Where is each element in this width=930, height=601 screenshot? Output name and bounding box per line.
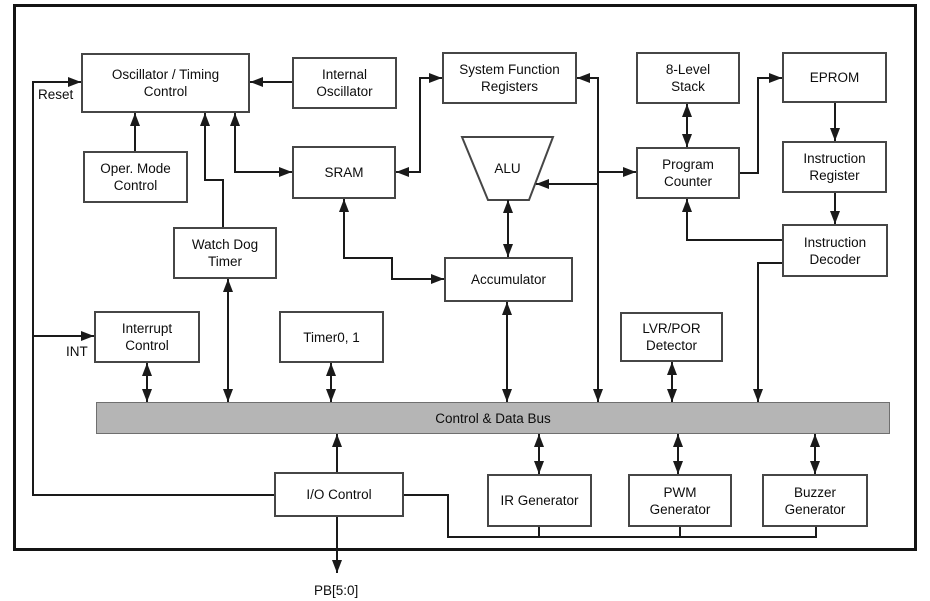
control-data-bus: Control & Data Bus <box>96 402 890 434</box>
node-timer0-1: Timer0, 1 <box>279 311 384 363</box>
node-label: Buzzer Generator <box>784 484 846 517</box>
node-oscillator-timing-control: Oscillator / Timing Control <box>81 53 250 113</box>
node-label: Oper. Mode Control <box>100 161 171 193</box>
node-sram: SRAM <box>292 146 396 199</box>
node-label: 8-Level Stack <box>665 62 711 94</box>
node-label: PWM Generator <box>649 484 711 517</box>
node-label: Watch Dog Timer <box>191 237 259 269</box>
node-label: System Function Registers <box>459 62 560 94</box>
diagram-border <box>13 4 917 551</box>
node-8-level-stack: 8-Level Stack <box>636 52 740 104</box>
node-internal-oscillator: Internal Oscillator <box>292 57 397 109</box>
node-label: I/O Control <box>306 487 372 502</box>
node-label: Oscillator / Timing Control <box>111 67 220 99</box>
node-watch-dog-timer: Watch Dog Timer <box>173 227 277 279</box>
node-label: ALU <box>494 161 521 176</box>
node-oper-mode-control: Oper. Mode Control <box>83 151 188 203</box>
node-instruction-register: Instruction Register <box>782 141 887 193</box>
node-label: Instruction Register <box>803 151 866 183</box>
int-pin-label: INT <box>66 344 88 359</box>
node-label: Internal Oscillator <box>316 67 373 99</box>
node-buzzer-generator: Buzzer Generator <box>762 474 868 527</box>
reset-pin-label: Reset <box>38 87 74 102</box>
node-pwm-generator: PWM Generator <box>628 474 732 527</box>
node-lvr-por-detector: LVR/POR Detector <box>620 312 723 362</box>
node-instruction-decoder: Instruction Decoder <box>782 224 888 277</box>
node-label: LVR/POR Detector <box>642 321 701 353</box>
node-label: Instruction Decoder <box>803 234 867 267</box>
node-io-control: I/O Control <box>274 472 404 517</box>
node-system-function-registers: System Function Registers <box>442 52 577 104</box>
node-label: Accumulator <box>470 272 547 287</box>
node-label: Timer0, 1 <box>303 329 360 345</box>
node-label: Interrupt Control <box>121 321 173 353</box>
node-label: IR Generator <box>500 493 579 508</box>
node-accumulator: Accumulator <box>444 257 573 302</box>
node-eprom: EPROM <box>782 52 887 103</box>
node-ir-generator: IR Generator <box>487 474 592 527</box>
node-program-counter: Program Counter <box>636 147 740 199</box>
bus-label: Control & Data Bus <box>435 410 551 426</box>
node-alu: ALU <box>462 137 553 200</box>
node-label: EPROM <box>809 70 860 85</box>
port-b-pin-label: PB[5:0] <box>314 583 359 598</box>
node-interrupt-control: Interrupt Control <box>94 311 200 363</box>
node-label: Program Counter <box>662 157 714 189</box>
node-label: SRAM <box>324 165 364 180</box>
